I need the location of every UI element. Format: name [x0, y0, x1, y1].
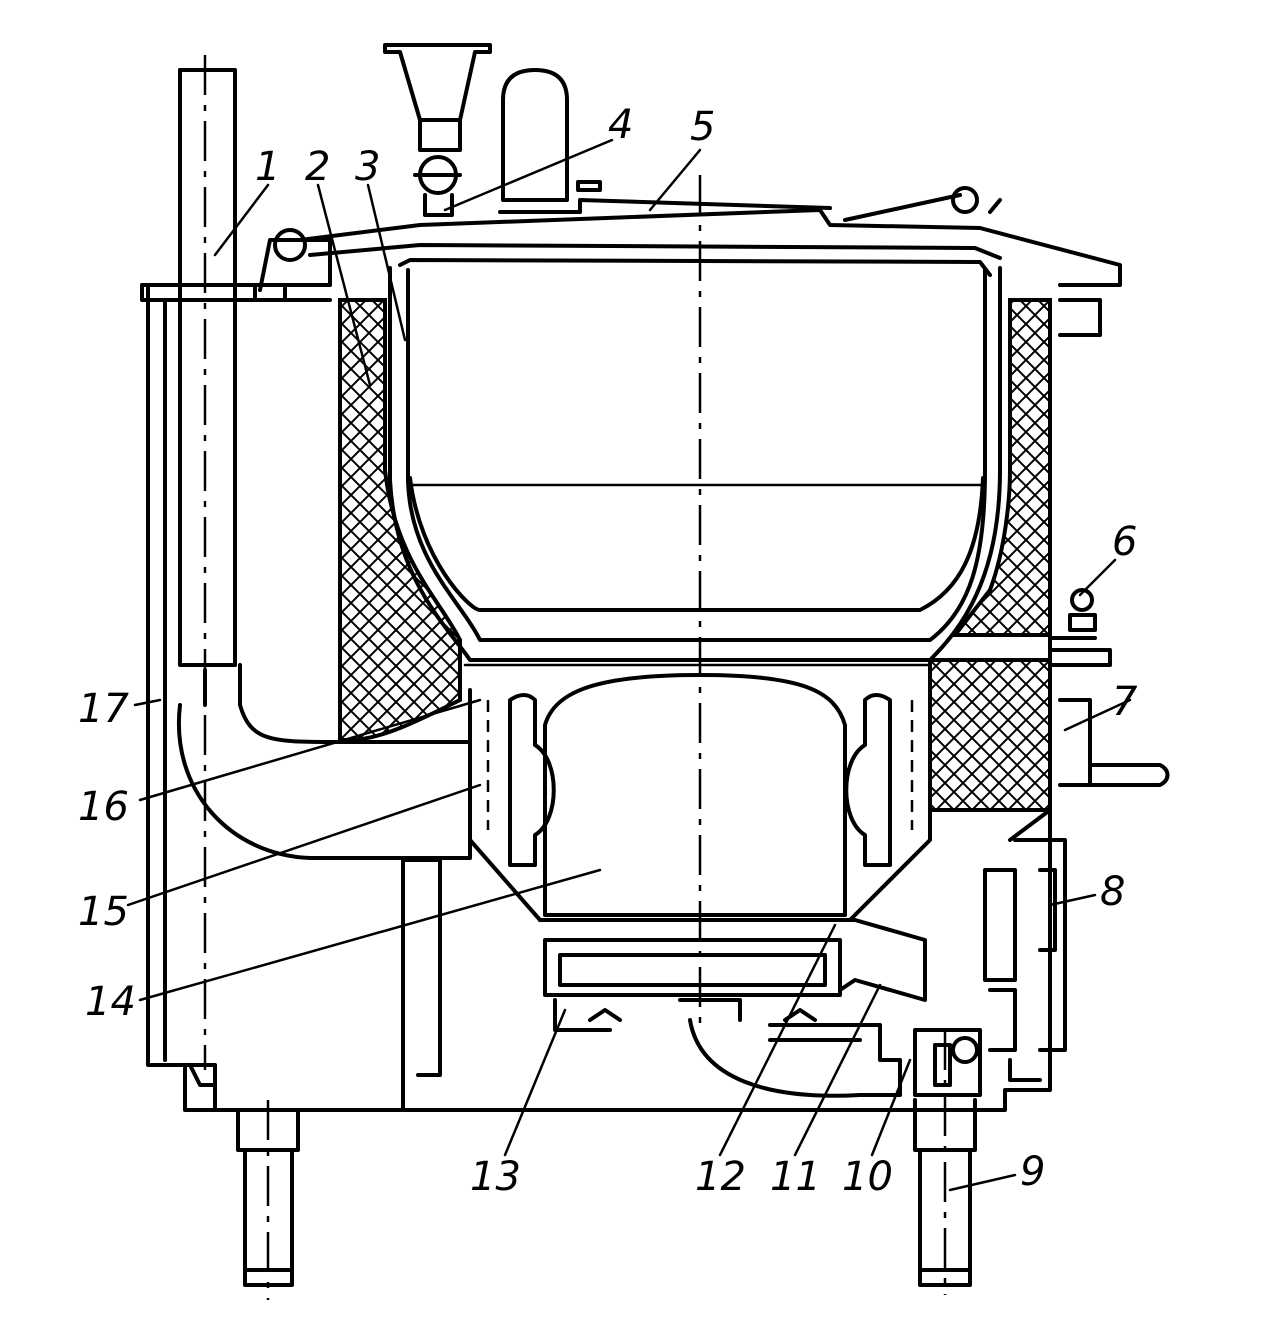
label-9: 9 — [1020, 1149, 1045, 1195]
label-5: 5 — [690, 104, 715, 150]
label-11: 11 — [770, 1154, 821, 1200]
label-17: 17 — [78, 686, 129, 732]
label-6: 6 — [1112, 519, 1137, 565]
firebox — [508, 673, 892, 917]
lid — [253, 186, 1122, 302]
label-7: 7 — [1112, 679, 1138, 725]
funnel-valve — [383, 43, 492, 217]
safety-valve — [501, 68, 602, 202]
label-12: 12 — [695, 1154, 746, 1200]
label-4: 4 — [608, 102, 633, 148]
cooking-vessel — [388, 258, 1002, 662]
insulation — [338, 298, 1052, 812]
leader-lines — [126, 138, 1132, 1192]
label-14: 14 — [85, 979, 136, 1025]
label-8: 8 — [1100, 869, 1125, 915]
drain-tap — [1048, 648, 1170, 787]
burner-base — [538, 918, 927, 1098]
right-casing-top — [1008, 298, 1102, 842]
label-13: 13 — [470, 1154, 521, 1200]
control-block — [983, 838, 1067, 1082]
gas-valve — [913, 1028, 982, 1097]
pressure-gauge — [1048, 588, 1097, 640]
part-labels: 1 2 3 4 5 6 7 8 9 10 11 12 13 14 15 16 1… — [78, 102, 1138, 1200]
label-3: 3 — [355, 144, 380, 190]
legs — [236, 1030, 977, 1300]
label-16: 16 — [78, 784, 129, 830]
label-1: 1 — [255, 144, 280, 190]
flue-pipe — [176, 55, 472, 1070]
label-10: 10 — [842, 1154, 893, 1200]
label-2: 2 — [305, 144, 330, 190]
label-15: 15 — [78, 889, 129, 935]
